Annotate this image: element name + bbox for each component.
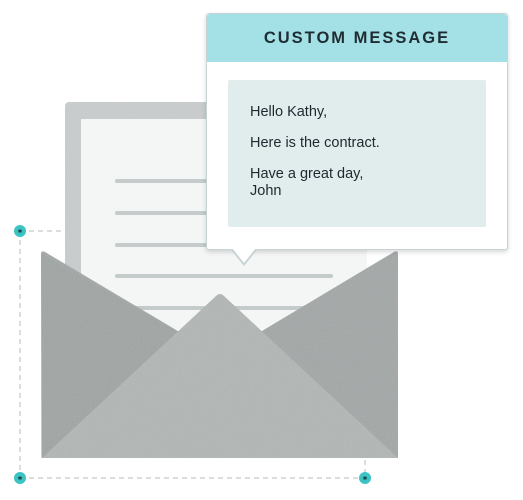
- svg-text:*: *: [18, 476, 23, 486]
- resize-handle-icon[interactable]: *: [14, 472, 26, 486]
- envelope-front: [41, 251, 398, 458]
- svg-text:*: *: [18, 229, 23, 239]
- message-body: Here is the contract.: [250, 135, 380, 151]
- custom-message-popup: CUSTOM MESSAGE Hello Kathy, Here is the …: [206, 13, 508, 250]
- popup-title: CUSTOM MESSAGE: [263, 28, 451, 47]
- message-closing: Have a great day,: [250, 166, 364, 182]
- resize-handle-icon[interactable]: *: [14, 225, 26, 239]
- resize-handle-icon[interactable]: *: [359, 472, 371, 486]
- popup-header: CUSTOM MESSAGE: [207, 14, 507, 62]
- message-greeting: Hello Kathy,: [250, 104, 328, 120]
- selection-frame: [19, 230, 366, 479]
- popup-tail-fill: [232, 248, 256, 263]
- message-box: Hello Kathy, Here is the contract. Have …: [228, 80, 486, 227]
- message-signature: John: [250, 183, 282, 199]
- svg-text:*: *: [363, 476, 368, 486]
